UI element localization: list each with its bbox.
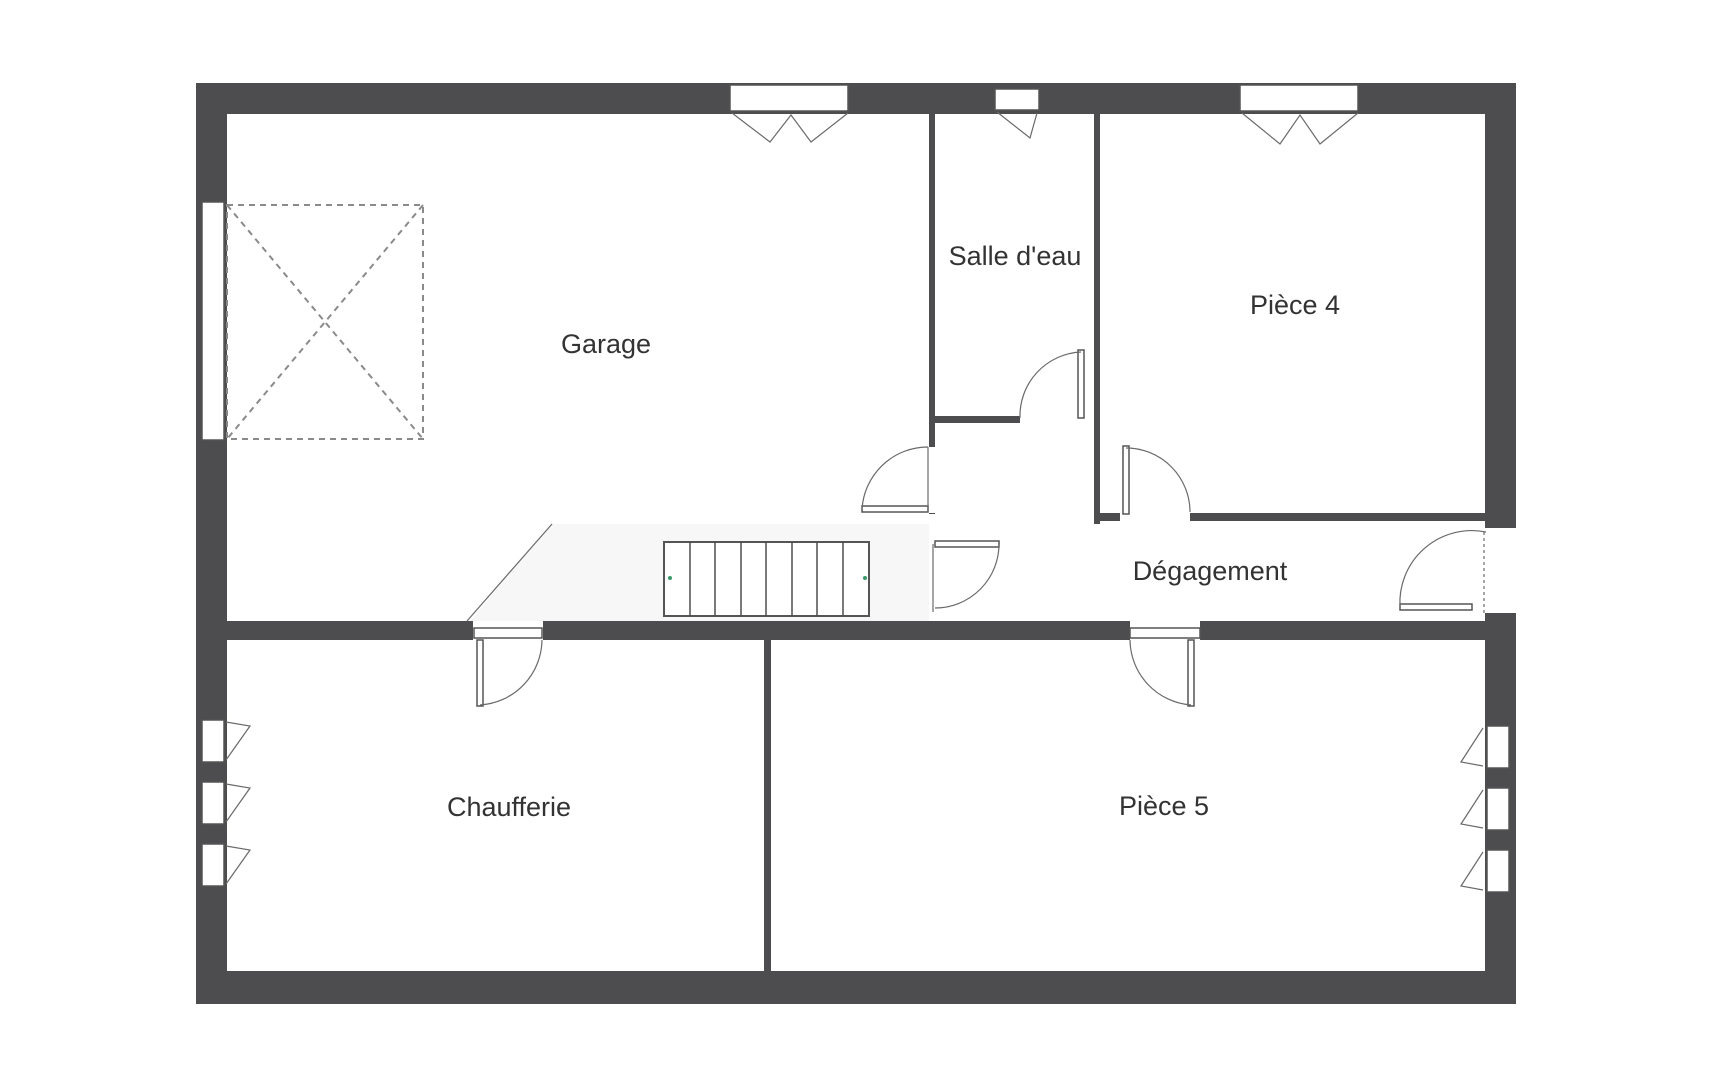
window-salle-top	[994, 88, 1040, 140]
label-garage: Garage	[561, 329, 651, 359]
door-piece5	[1129, 627, 1201, 707]
label-chaufferie: Chaufferie	[447, 792, 571, 822]
door-entrance	[1399, 530, 1487, 613]
wall-bottom	[196, 971, 1516, 1004]
wall-chauff-piece5	[764, 640, 771, 971]
door-garage	[861, 446, 929, 513]
window-garage-top	[729, 84, 849, 143]
windows-chaufferie	[201, 719, 252, 887]
door-degagement-stair	[932, 540, 1000, 612]
label-piece5: Pièce 5	[1119, 791, 1209, 821]
garage-door	[201, 201, 424, 441]
window-piece4-top	[1239, 84, 1359, 145]
wall-garage-salle	[929, 114, 935, 514]
wall-salle-piece4	[1094, 114, 1100, 524]
windows-piece5	[1460, 725, 1510, 893]
door-chaufferie	[473, 627, 543, 707]
wall-middle	[227, 621, 1485, 640]
door-piece4	[1122, 445, 1191, 515]
wall-salle-bottom	[935, 416, 1094, 423]
label-salle-deau: Salle d'eau	[949, 241, 1082, 271]
staircase	[466, 523, 929, 622]
wall-piece4-bottom	[1094, 513, 1485, 521]
label-degagement: Dégagement	[1133, 556, 1288, 586]
label-piece4: Pièce 4	[1250, 290, 1340, 320]
door-salle-deau	[1019, 349, 1085, 419]
